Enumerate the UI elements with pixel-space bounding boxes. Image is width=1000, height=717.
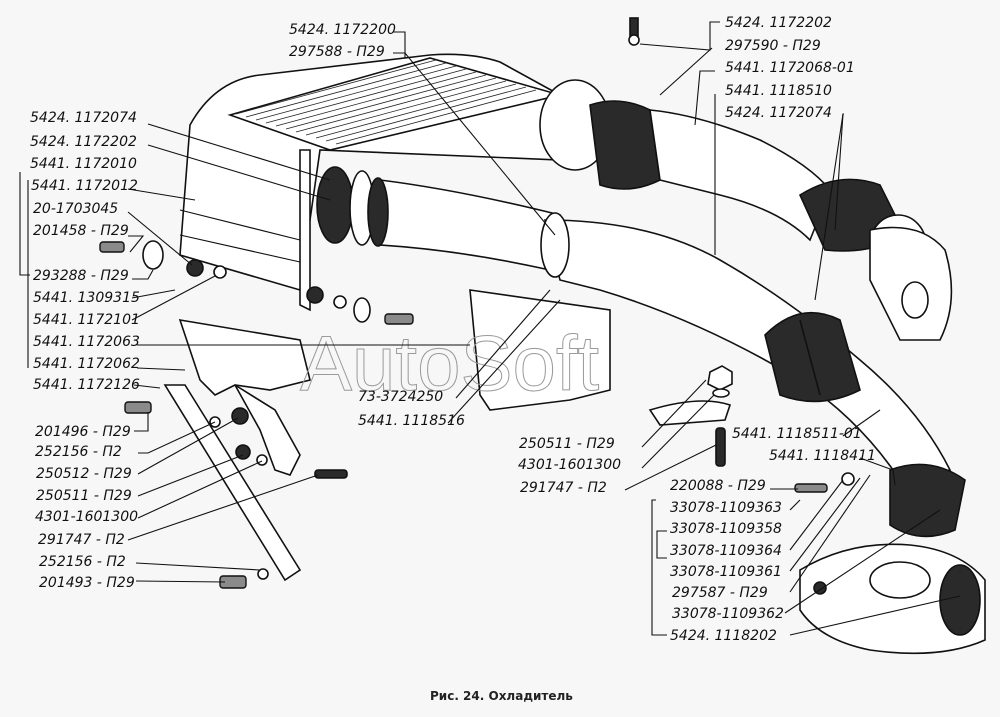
label-297587-p29: 297587 - П29: [672, 585, 768, 601]
figure-caption: Рис. 24. Охладитель: [430, 689, 573, 703]
label-33078-1109361: 33078-1109361: [670, 564, 782, 580]
label-20-1703045: 20-1703045: [33, 201, 118, 217]
label-220088-p29: 220088 - П29: [670, 478, 766, 494]
label-33078-1109363: 33078-1109363: [670, 500, 782, 516]
label-297590-p29: 297590 - П29: [725, 38, 821, 54]
leader-lines: [19, 21, 961, 636]
label-73-3724250: 73-3724250: [358, 389, 443, 405]
label-5441-1118411: 5441. 1118411: [769, 448, 876, 464]
label-5441-1118511-01: 5441. 1118511-01: [732, 426, 862, 442]
label-252156-p2-a: 252156 - П2: [35, 444, 122, 460]
label-5441-1172012: 5441. 1172012: [31, 178, 138, 194]
label-33078-1109358: 33078-1109358: [670, 521, 782, 537]
label-5441-1172062: 5441. 1172062: [33, 356, 140, 372]
hose-left-upper: [316, 166, 561, 271]
label-250511-p29-a: 250511 - П29: [36, 488, 132, 504]
label-201496-p29: 201496 - П29: [35, 424, 131, 440]
label-5424-1172074-a: 5424. 1172074: [30, 110, 137, 126]
fasteners: [99, 17, 855, 589]
label-5441-1172068-01: 5441. 1172068-01: [725, 60, 855, 76]
label-250511-p29-b: 250511 - П29: [519, 436, 615, 452]
label-291747-p2-a: 291747 - П2: [38, 532, 125, 548]
label-5441-1118516: 5441. 1118516: [358, 413, 465, 429]
label-5441-1172063: 5441. 1172063: [33, 334, 140, 350]
bolt-201496: [124, 401, 152, 414]
label-5424-1172200: 5424. 1172200: [289, 22, 396, 38]
label-201493-p29: 201493 - П29: [39, 575, 135, 591]
label-5441-1309315: 5441. 1309315: [33, 290, 140, 306]
label-297588-p29: 297588 - П29: [289, 44, 385, 60]
label-5424-1118202: 5424. 1118202: [670, 628, 777, 644]
label-5424-1172202-b: 5424. 1172202: [725, 15, 832, 31]
engine-manifold: [869, 226, 953, 341]
label-5441-1118510: 5441. 1118510: [725, 83, 832, 99]
watermark: AutoSoft: [300, 319, 600, 407]
radiator-fins: [235, 59, 537, 145]
label-5441-1172126: 5441. 1172126: [33, 377, 140, 393]
label-250512-p29: 250512 - П29: [36, 466, 132, 482]
bolt-201458: [99, 241, 125, 253]
label-291747-p2-b: 291747 - П2: [520, 480, 607, 496]
hose-long-lower: [540, 212, 966, 538]
label-4301-1601300-a: 4301-1601300: [35, 509, 138, 525]
label-293288-p29: 293288 - П29: [33, 268, 129, 284]
label-5424-1172202-a: 5424. 1172202: [30, 134, 137, 150]
label-201458-p29: 201458 - П29: [33, 223, 129, 239]
intercooler-radiator: [179, 53, 564, 312]
bracket-left: [163, 289, 732, 582]
label-5441-1172101: 5441. 1172101: [33, 312, 140, 328]
label-33078-1109364: 33078-1109364: [670, 543, 782, 559]
label-5424-1172074-b: 5424. 1172074: [725, 105, 832, 121]
label-4301-1601300-b: 4301-1601300: [518, 457, 621, 473]
label-33078-1109362: 33078-1109362: [672, 606, 784, 622]
label-5441-1172010: 5441. 1172010: [30, 156, 137, 172]
label-252156-p2-b: 252156 - П2: [39, 554, 126, 570]
turbocharger: [799, 543, 986, 655]
washer-293288: [142, 240, 164, 270]
